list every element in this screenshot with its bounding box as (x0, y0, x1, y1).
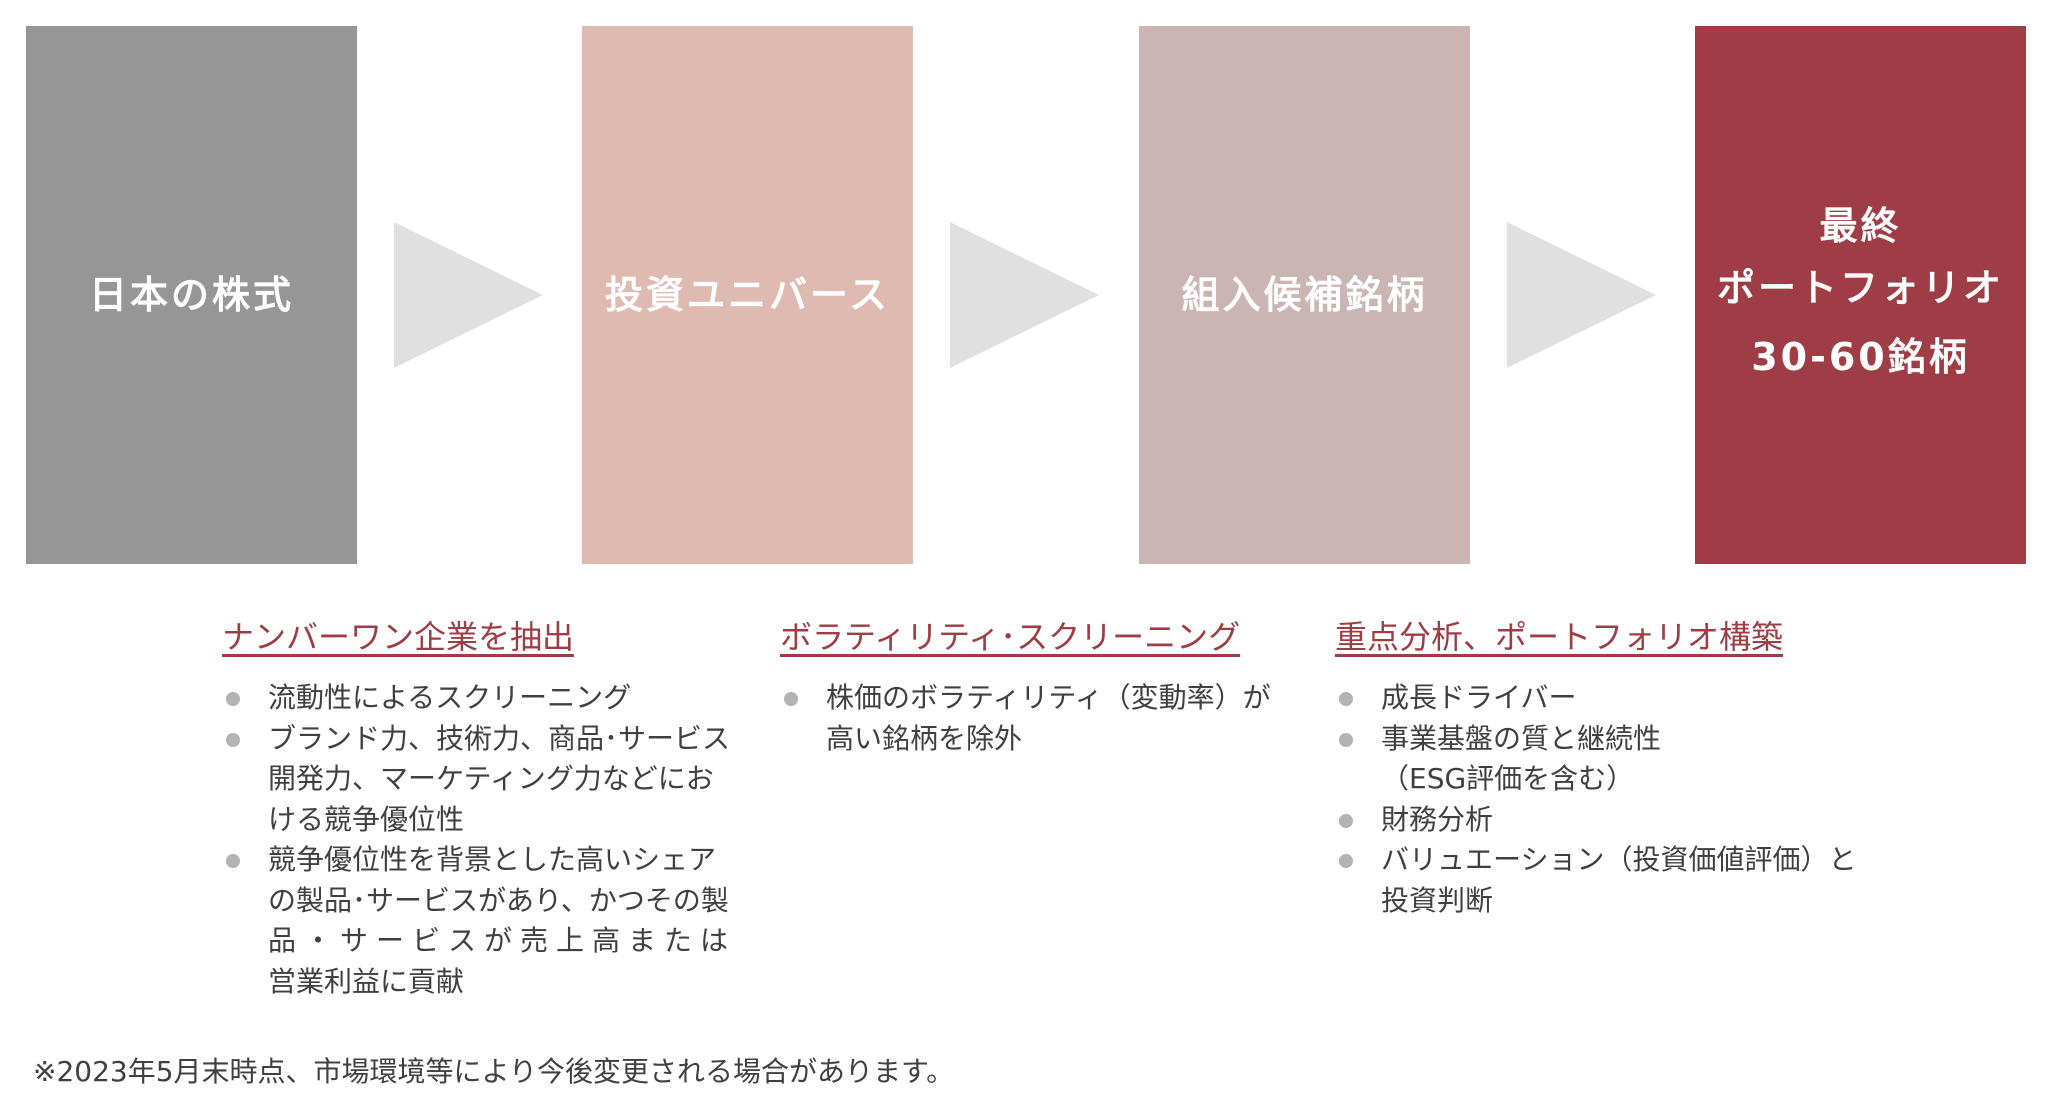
footnote: ※2023年5月末時点、市場環境等により今後変更される場合があります。 (33, 1055, 955, 1088)
stage-label: 30-60銘柄 (1751, 335, 1970, 379)
bullet-text: 財務分析 (1381, 802, 1494, 836)
bullet-text: の製品･サービスがあり、かつその製 (268, 883, 729, 917)
step-heading: ボラティリティ･スクリーニング (780, 618, 1241, 656)
bullet-icon (1339, 732, 1353, 747)
list-item: バリュエーション（投資価値評価）と 投資判断 (1335, 840, 1856, 921)
bullet-text: 開発力、マーケティング力などにお (268, 762, 714, 795)
stage-candidate-stocks: 組入候補銘柄 (1139, 26, 1470, 564)
list-item: ブランド力、技術力、商品･サービス 開発力、マーケティング力などにお ける競争優… (222, 719, 736, 841)
bullet-text: （ESG評価を含む） (1381, 762, 1635, 795)
list-item: 事業基盤の質と継続性 （ESG評価を含む） (1335, 719, 1856, 800)
stage-label: ポートフォリオ (1716, 266, 2004, 310)
bullet-icon (784, 692, 798, 706)
stage-label: 組入候補銘柄 (1181, 273, 1428, 317)
bullet-icon (226, 732, 240, 747)
stage-japanese-equities: 日本の株式 (26, 26, 357, 564)
bullet-icon (1339, 813, 1353, 828)
bullet-text: 品・サービスが売上高または (268, 924, 737, 957)
bullet-text: 成長ドライバー (1381, 681, 1577, 714)
stage-label: 最終 (1819, 204, 1902, 248)
step-heading: 重点分析、ポートフォリオ構築 (1335, 618, 1784, 656)
bullet-text: 株価のボラティリティ（変動率）が (826, 681, 1271, 714)
bullet-icon (1339, 854, 1353, 868)
bullet-icon (1339, 692, 1353, 706)
step-column-3: 重点分析、ポートフォリオ構築 成長ドライバー 事業基盤の質と継続性 （ESG評価… (1335, 612, 1856, 921)
stage-investment-universe: 投資ユニバース (582, 26, 913, 564)
arrow-right-icon (1507, 222, 1656, 368)
step-heading: ナンバーワン企業を抽出 (222, 618, 575, 656)
bullet-icon (226, 854, 240, 868)
bullet-list: 流動性によるスクリーニング ブランド力、技術力、商品･サービス 開発力、マーケテ… (222, 678, 736, 1002)
stage-label: 日本の株式 (88, 273, 294, 317)
bullet-text: 営業利益に貢献 (268, 964, 465, 998)
list-item: 株価のボラティリティ（変動率）が 高い銘柄を除外 (780, 678, 1271, 759)
stage-final-portfolio: 最終 ポートフォリオ 30-60銘柄 (1695, 26, 2026, 564)
bullet-list: 株価のボラティリティ（変動率）が 高い銘柄を除外 (780, 678, 1271, 759)
bullet-text: 事業基盤の質と継続性 (1381, 721, 1662, 755)
step-column-1: ナンバーワン企業を抽出 流動性によるスクリーニング ブランド力、技術力、商品･サ… (222, 612, 736, 1002)
bullet-list: 成長ドライバー 事業基盤の質と継続性 （ESG評価を含む） 財務分析 バリュエー… (1335, 678, 1856, 921)
step-column-2: ボラティリティ･スクリーニング 株価のボラティリティ（変動率）が 高い銘柄を除外 (780, 612, 1271, 759)
list-item: 競争優位性を背景とした高いシェア の製品･サービスがあり、かつその製 品・サービ… (222, 840, 736, 1002)
bullet-text: 流動性によるスクリーニング (268, 681, 632, 714)
bullet-text: 投資判断 (1381, 883, 1494, 917)
bullet-text: ブランド力、技術力、商品･サービス (268, 721, 731, 755)
bullet-text: バリュエーション（投資価値評価）と (1381, 843, 1857, 876)
stage-label: 投資ユニバース (604, 273, 891, 317)
bullet-text: 競争優位性を背景とした高いシェア (268, 843, 717, 876)
list-item: 財務分析 (1335, 800, 1856, 841)
bullet-text: ける競争優位性 (268, 802, 465, 836)
bullet-text: 高い銘柄を除外 (826, 721, 1023, 755)
list-item: 成長ドライバー (1335, 678, 1856, 719)
list-item: 流動性によるスクリーニング (222, 678, 736, 719)
arrow-right-icon (394, 222, 543, 368)
bullet-icon (226, 692, 240, 706)
arrow-right-icon (950, 222, 1099, 368)
